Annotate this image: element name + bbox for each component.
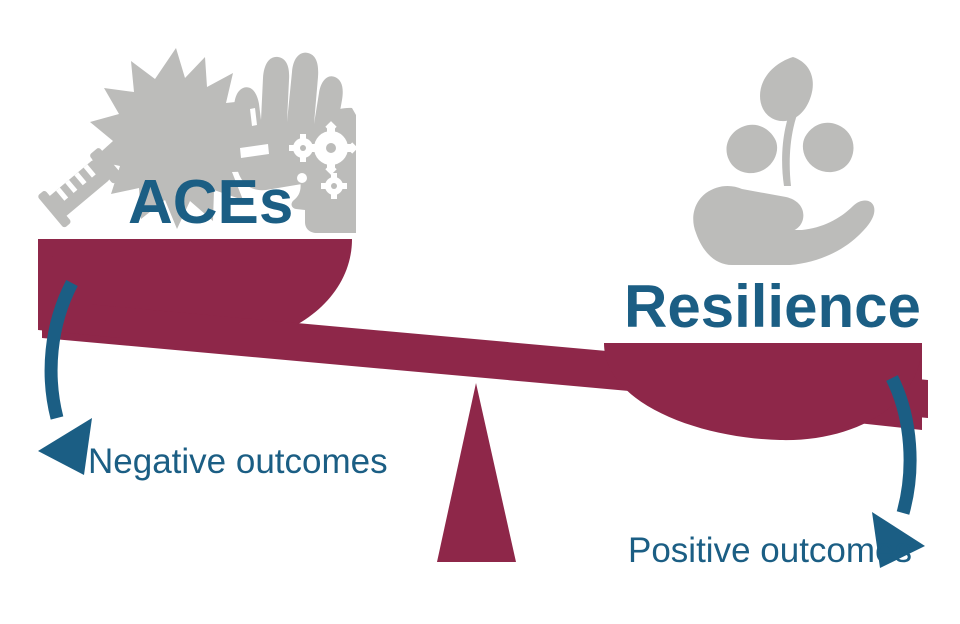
- fulcrum-triangle: [437, 383, 516, 562]
- left-icon-group: [38, 48, 358, 233]
- gear-large: [304, 121, 358, 175]
- resilience-label: Resilience: [624, 273, 921, 340]
- negative-outcomes-label: Negative outcomes: [88, 442, 388, 481]
- hand-holding-sprout-icon: [693, 57, 875, 265]
- head-with-gears-icon: [289, 107, 358, 233]
- positive-outcomes-label: Positive outcomes: [628, 531, 912, 570]
- positive-outcome-arrow: [872, 375, 925, 568]
- aces-label: ACEs: [128, 168, 293, 237]
- negative-outcome-arrow: [38, 279, 92, 475]
- gear-small-upper: [289, 134, 317, 162]
- starburst-icon: [90, 48, 265, 229]
- gear-small-lower: [321, 173, 347, 199]
- right-pan-bowl: [604, 343, 922, 441]
- gear-dot: [297, 173, 307, 183]
